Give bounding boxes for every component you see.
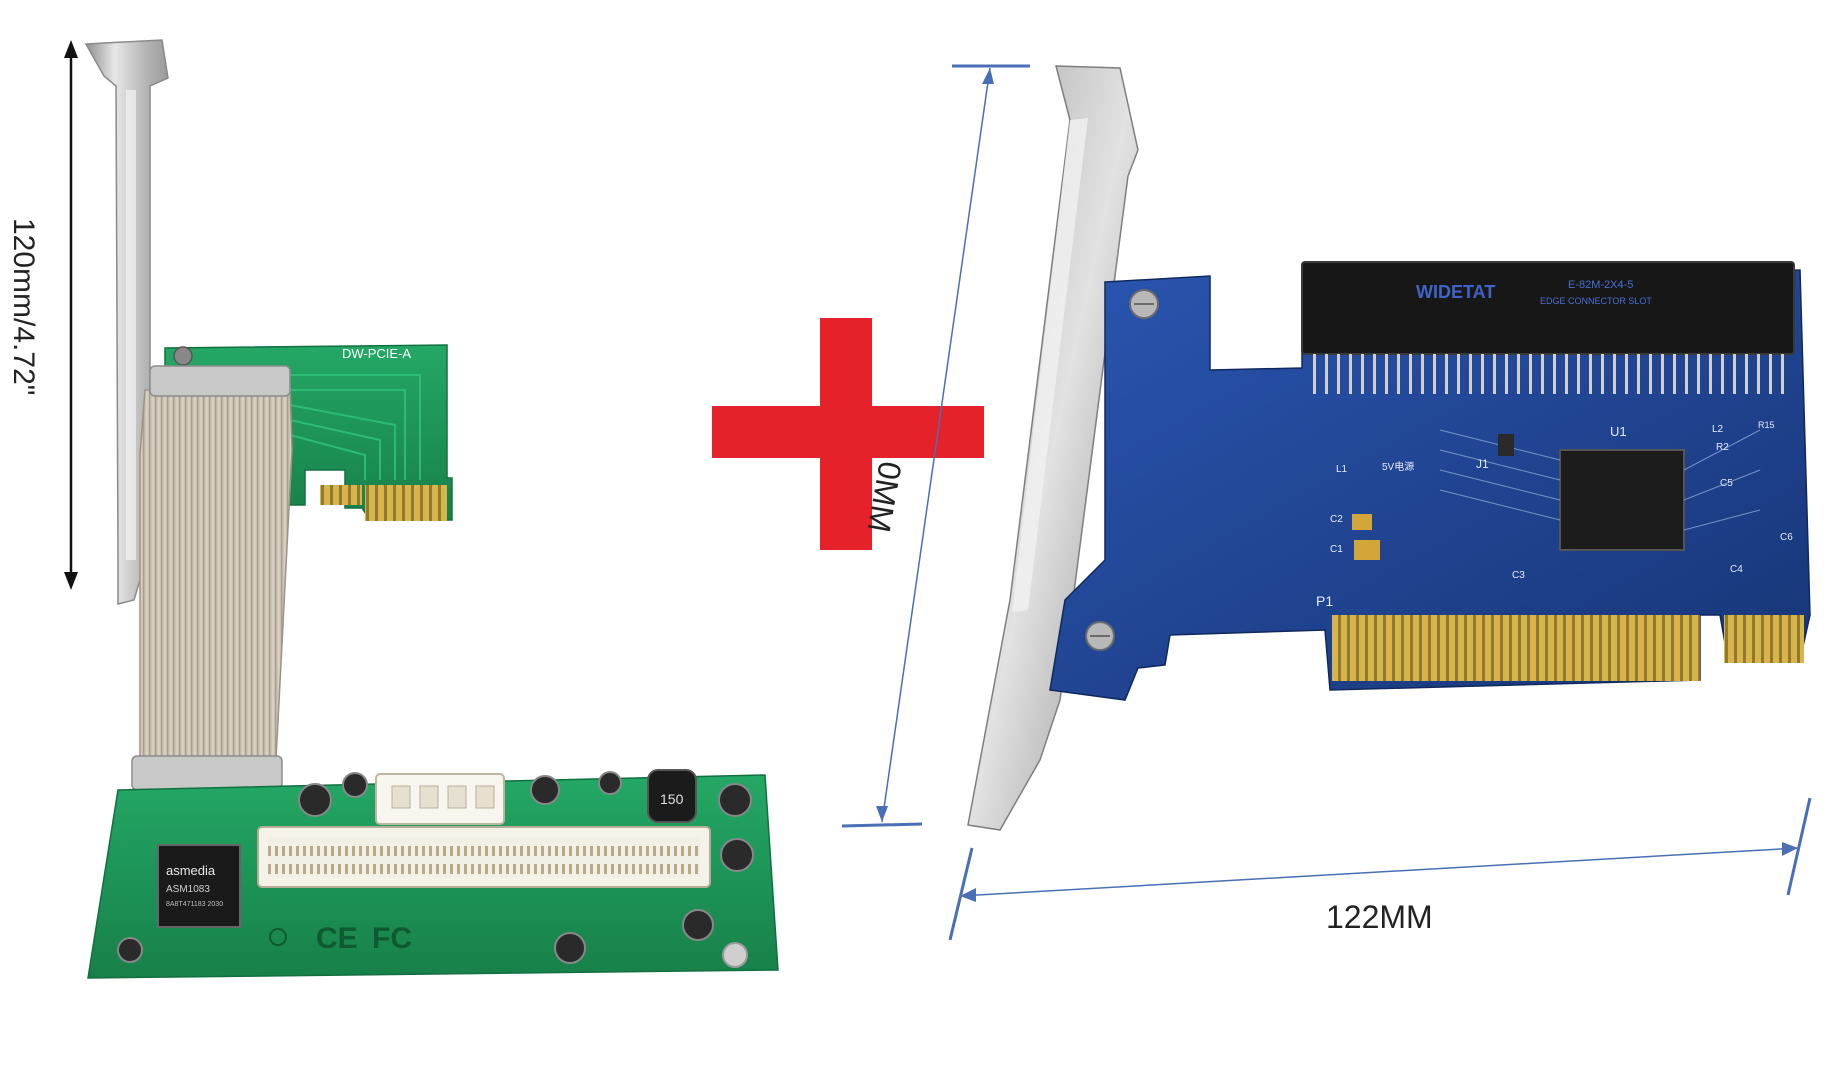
plus-sign: [712, 318, 984, 550]
label-j1: J1: [1476, 457, 1489, 471]
right-bracket: [967, 65, 1139, 831]
fc-logo: FC: [372, 922, 412, 955]
label-l2: L2: [1712, 424, 1724, 435]
label-c5: C5: [1720, 478, 1733, 489]
label-r2: R2: [1716, 442, 1729, 453]
ce-logo: CE: [316, 922, 358, 955]
chip-model-label: ASM1083: [166, 884, 210, 895]
chip-code-label: 8A8T471183 2030: [166, 901, 223, 908]
label-c3: C3: [1512, 570, 1525, 581]
chip-brand-label: asmedia: [166, 863, 216, 878]
label-vcc: 5V电源: [1382, 460, 1414, 473]
blue-pcb: WIDETAT E-82M-2X4-5 EDGE CONNECTOR SLOT …: [1049, 261, 1811, 701]
label-c2: C2: [1330, 514, 1343, 525]
label-l1: L1: [1336, 464, 1348, 475]
pci-to-ide-adapter: 0MM 122MM WIDETAT E-82M-2X4-5 EDGE CONNE…: [841, 64, 1812, 941]
label-c4: C4: [1730, 564, 1743, 575]
inductor-label: 150: [660, 791, 684, 807]
label-c1: C1: [1330, 544, 1343, 555]
pci-slot-board: asmedia ASM1083 8A8T471183 2030 150 CE F…: [87, 769, 779, 979]
connector-model: E-82M-2X4-5: [1568, 279, 1633, 291]
label-u1: U1: [1610, 424, 1627, 439]
width-label-right: 122MM: [1326, 899, 1433, 935]
ribbon-cable: [131, 365, 293, 804]
label-c6: C6: [1780, 532, 1793, 543]
dimension-lines-right: [841, 64, 1812, 941]
label-p1: P1: [1316, 593, 1333, 609]
connector-brand: WIDETAT: [1416, 282, 1495, 302]
pcie-to-pci-adapter: 120mm/4.72" DW-PCIE-A: [7, 39, 779, 979]
connector-caption: EDGE CONNECTOR SLOT: [1540, 296, 1652, 306]
capacitors: [117, 771, 754, 964]
height-dimension-left: 120mm/4.72": [7, 40, 78, 590]
label-r15: R15: [1758, 420, 1775, 430]
dimension-label-left: 120mm/4.72": [7, 218, 40, 395]
pcie-board-label: DW-PCIE-A: [342, 346, 411, 361]
